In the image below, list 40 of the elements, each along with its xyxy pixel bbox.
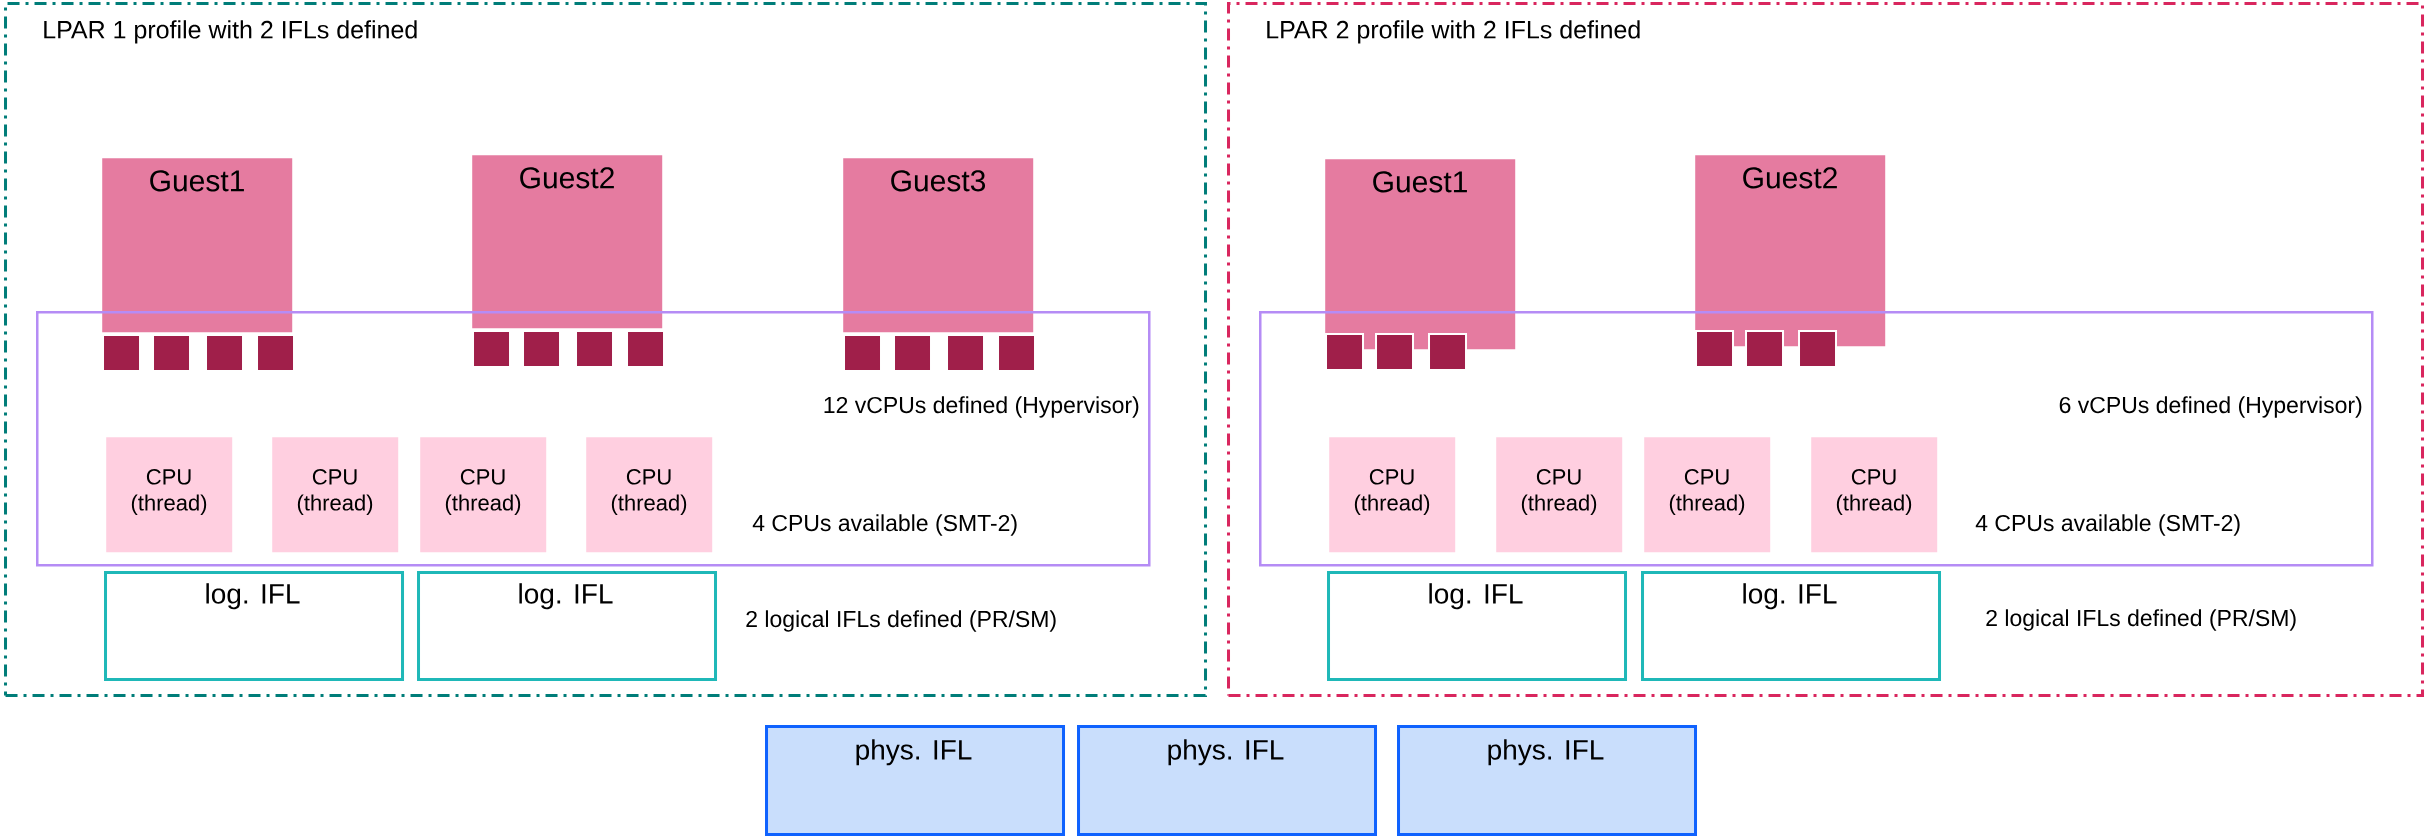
- vcpu-square: [256, 334, 295, 372]
- cpu-thread-box: CPU (thread): [420, 437, 547, 553]
- vcpu-square: [102, 334, 141, 372]
- vcpu-square: [1798, 330, 1837, 368]
- note-text: 2 logical IFLs defined (PR/SM): [746, 610, 1056, 632]
- vcpu-square: [893, 334, 932, 372]
- vcpu-square: [1325, 333, 1364, 371]
- cpu-thread-box: CPU (thread): [1496, 437, 1623, 553]
- vcpu-square: [946, 334, 985, 372]
- vcpu-square: [997, 334, 1036, 372]
- cpu-thread-box: CPU (thread): [586, 437, 713, 553]
- vcpu-square: [1695, 330, 1734, 368]
- vcpu-square: [205, 334, 244, 372]
- logical-ifl-box: log. IFL: [104, 571, 404, 681]
- cpu-thread-box: CPU (thread): [272, 437, 399, 553]
- vcpu-square: [575, 330, 614, 368]
- vcpu-square: [843, 334, 882, 372]
- guest-box: Guest2: [472, 155, 663, 329]
- cpu-thread-box: CPU (thread): [106, 437, 233, 553]
- vcpu-square: [152, 334, 191, 372]
- cpu-thread-box: CPU (thread): [1811, 437, 1938, 553]
- logical-ifl-box: log. IFL: [1641, 571, 1941, 681]
- guest-box: Guest2: [1695, 155, 1886, 347]
- logical-ifl-box: log. IFL: [1327, 571, 1627, 681]
- cpu-thread-box: CPU (thread): [1329, 437, 1456, 553]
- guest-box: Guest3: [843, 158, 1034, 333]
- vcpu-square: [472, 330, 511, 368]
- vcpu-square: [1375, 333, 1414, 371]
- vcpu-square: [626, 330, 665, 368]
- physical-ifl-box: phys. IFL: [1397, 725, 1697, 836]
- vcpu-square: [1745, 330, 1784, 368]
- note-text: 2 logical IFLs defined (PR/SM): [1986, 609, 2296, 631]
- logical-ifl-box: log. IFL: [417, 571, 717, 681]
- vcpu-square: [1428, 333, 1467, 371]
- guest-box: Guest1: [102, 158, 293, 333]
- physical-ifl-box: phys. IFL: [1077, 725, 1377, 836]
- physical-ifl-box: phys. IFL: [765, 725, 1065, 836]
- vcpu-square: [522, 330, 561, 368]
- guest-box: Guest1: [1325, 159, 1516, 350]
- cpu-thread-box: CPU (thread): [1644, 437, 1771, 553]
